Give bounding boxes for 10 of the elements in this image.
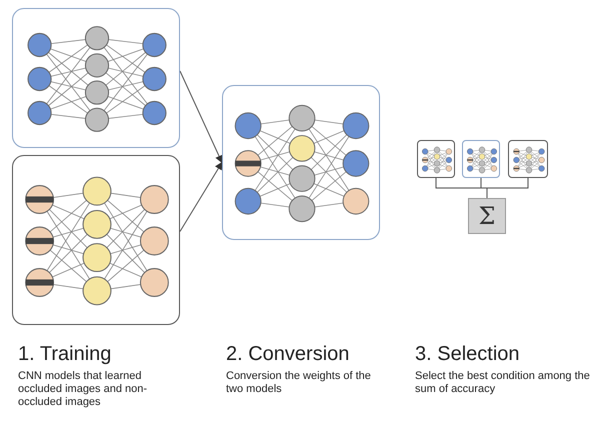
connector: [486, 178, 528, 198]
connector: [180, 162, 223, 232]
step-heading: 3. Selection: [415, 342, 521, 366]
step-description: Conversion the weights of the two models: [226, 370, 372, 396]
step-heading: 2. Conversion: [226, 342, 350, 366]
sum-box: Σ: [468, 198, 506, 234]
step-heading: 1. Training: [18, 342, 112, 366]
connector: [180, 70, 223, 164]
step-description: CNN models that learned occluded images and non-occluded images: [18, 370, 148, 410]
step-description: Select the best condition among the sum of accuracy: [415, 370, 591, 396]
